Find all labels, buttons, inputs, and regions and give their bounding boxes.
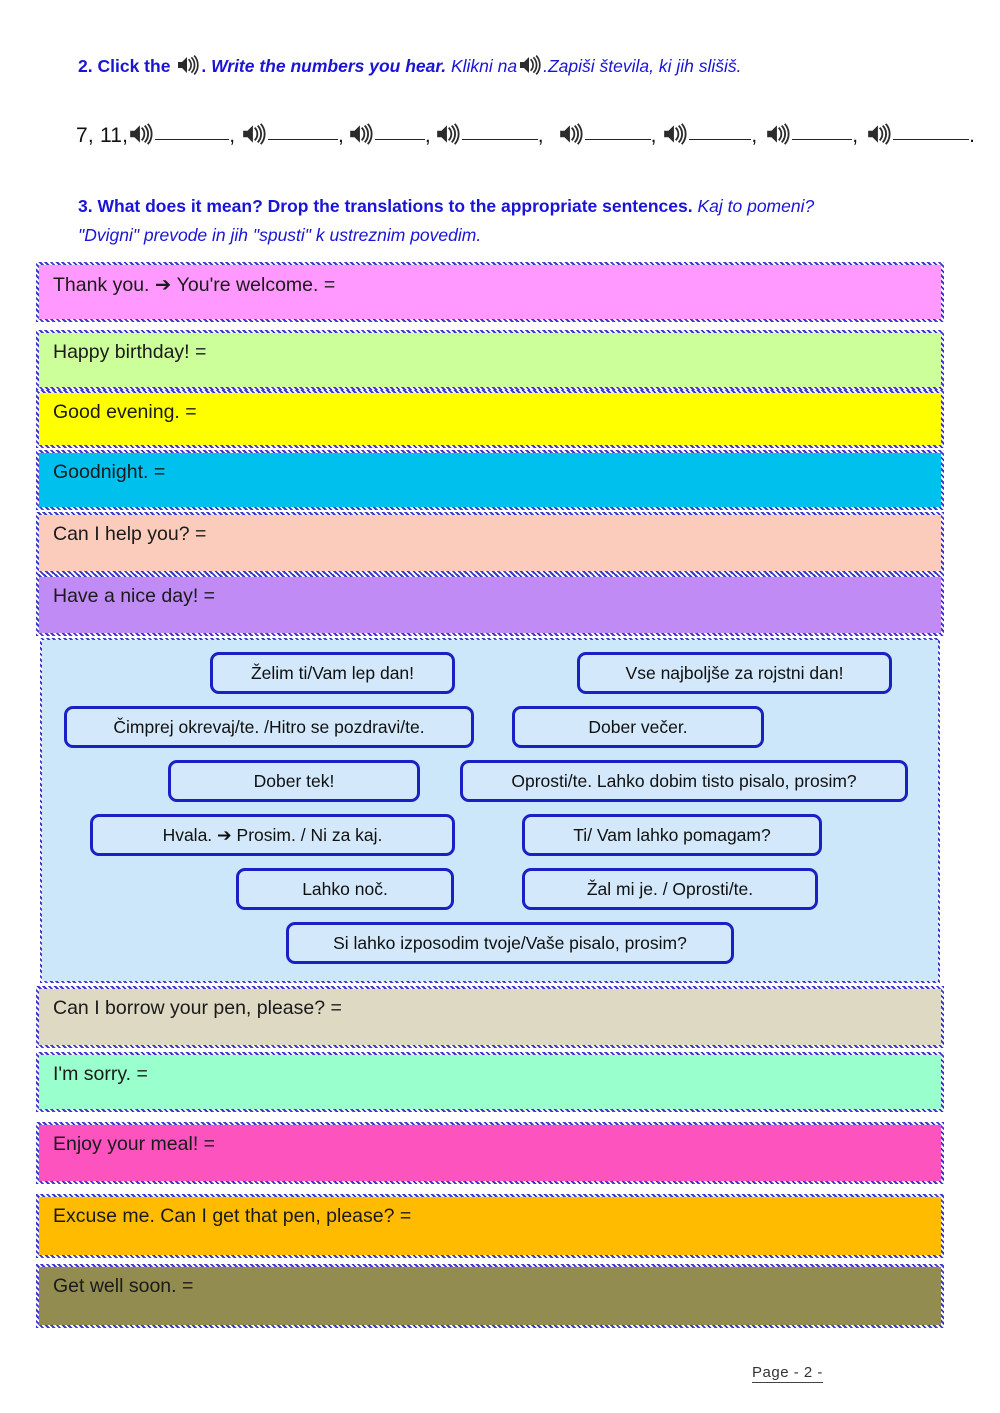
final-period: . bbox=[969, 124, 975, 147]
drag-item[interactable]: Želim ti/Vam lep dan! bbox=[210, 652, 455, 694]
speaker-icon[interactable] bbox=[241, 122, 267, 152]
speaker-icon[interactable] bbox=[176, 54, 200, 81]
drag-item-label: Vse najboljše za rojstni dan! bbox=[625, 662, 844, 683]
drop-zone[interactable]: Can I help you? = bbox=[36, 512, 944, 574]
drop-zone-phrase: Can I help you? = bbox=[53, 523, 207, 545]
drag-item[interactable]: Žal mi je. / Oprosti/te. bbox=[522, 868, 818, 910]
comma-separator: , bbox=[229, 124, 236, 147]
exercise-2-number: 2. bbox=[78, 56, 93, 76]
drop-zone[interactable]: Goodnight. = bbox=[36, 450, 944, 510]
exercise-3-number: 3. bbox=[78, 196, 93, 216]
number-input-blank[interactable] bbox=[792, 139, 853, 140]
page-footer: Page - 2 - bbox=[752, 1364, 823, 1383]
drop-zone[interactable]: I'm sorry. = bbox=[36, 1052, 944, 1112]
exercise-2-instruction: 2. Click the . Write the numbers you hea… bbox=[78, 54, 958, 81]
arrow-icon: ➔ bbox=[154, 273, 172, 296]
drag-item[interactable]: Čimprej okrevaj/te. /Hitro se pozdravi/t… bbox=[64, 706, 474, 748]
drag-item[interactable]: Vse najboljše za rojstni dan! bbox=[577, 652, 892, 694]
number-input-blank[interactable] bbox=[689, 139, 752, 140]
drop-zone[interactable]: Good evening. = bbox=[36, 390, 944, 448]
speaker-icon[interactable] bbox=[662, 122, 688, 152]
exercise-2-dot-1: . bbox=[201, 56, 207, 76]
drop-zone-phrase: Can I borrow your pen, please? = bbox=[53, 997, 342, 1019]
number-input-blank[interactable] bbox=[893, 139, 970, 140]
comma-separator: , bbox=[852, 124, 859, 147]
drag-item-label: Si lahko izposodim tvoje/Vaše pisalo, pr… bbox=[333, 932, 687, 953]
speaker-icon[interactable] bbox=[866, 122, 892, 152]
drop-zone[interactable]: Can I borrow your pen, please? = bbox=[36, 986, 944, 1048]
number-input-blank[interactable] bbox=[461, 139, 538, 140]
drop-zone-phrase: Good evening. = bbox=[53, 401, 197, 423]
exercise-2-instruction-sl-1: Klikni na bbox=[450, 56, 518, 76]
drop-zone[interactable]: Excuse me. Can I get that pen, please? = bbox=[36, 1194, 944, 1258]
exercise-2-instruction-en-2: Write the numbers you hear. bbox=[211, 56, 447, 76]
speaker-icon[interactable] bbox=[128, 122, 154, 152]
drag-item-label: Žal mi je. / Oprosti/te. bbox=[586, 878, 754, 899]
drop-zone-phrase: Enjoy your meal! = bbox=[53, 1133, 216, 1155]
drag-item[interactable]: Oprosti/te. Lahko dobim tisto pisalo, pr… bbox=[460, 760, 908, 802]
drag-item[interactable]: Ti/ Vam lahko pomagam? bbox=[522, 814, 822, 856]
drag-item-label: Oprosti/te. Lahko dobim tisto pisalo, pr… bbox=[511, 770, 857, 791]
number-input-blank[interactable] bbox=[155, 139, 230, 140]
speaker-icon[interactable] bbox=[435, 122, 461, 152]
comma-separator: , bbox=[424, 124, 431, 147]
drop-zone-phrase: Have a nice day! = bbox=[53, 585, 216, 607]
drop-zone-phrase: Get well soon. = bbox=[53, 1275, 194, 1297]
number-input-blank[interactable] bbox=[584, 139, 651, 140]
drop-zone-phrase-start: Thank you. bbox=[53, 274, 150, 296]
drag-item[interactable]: Lahko noč. bbox=[236, 868, 454, 910]
drop-zone[interactable]: Enjoy your meal! = bbox=[36, 1122, 944, 1184]
exercise-3-instruction: 3. What does it mean? Drop the translati… bbox=[78, 192, 958, 250]
speaker-icon[interactable] bbox=[348, 122, 374, 152]
drag-item[interactable]: Dober večer. bbox=[512, 706, 764, 748]
drop-zone[interactable]: Thank you. ➔ You're welcome. = bbox=[36, 262, 944, 322]
speaker-icon[interactable] bbox=[518, 54, 542, 81]
drag-item-label: Čimprej okrevaj/te. /Hitro se pozdravi/t… bbox=[113, 716, 425, 737]
drag-item-label: Ti/ Vam lahko pomagam? bbox=[573, 824, 771, 845]
drop-zone-phrase: Happy birthday! = bbox=[53, 341, 207, 363]
drop-zone-phrase: You're welcome. = bbox=[176, 274, 336, 296]
comma-separator: , bbox=[650, 124, 657, 147]
drag-item-label: Dober tek! bbox=[253, 770, 335, 791]
drag-item-label: Dober večer. bbox=[588, 716, 688, 737]
number-input-blank[interactable] bbox=[268, 139, 339, 140]
comma-separator: , bbox=[537, 124, 544, 147]
given-numbers: 7, 11, bbox=[76, 124, 129, 147]
drag-item-label: Želim ti/Vam lep dan! bbox=[250, 662, 415, 683]
exercise-3-instruction-sl-1: Kaj to pomeni? bbox=[697, 196, 815, 216]
drag-item[interactable]: Dober tek! bbox=[168, 760, 420, 802]
exercise-2-instruction-en-1: Click the bbox=[97, 56, 171, 76]
exercise-2-answer-line: 7, 11,,,,,,,,. bbox=[76, 122, 975, 152]
drag-item-label: Lahko noč. bbox=[302, 878, 388, 899]
comma-separator: , bbox=[751, 124, 758, 147]
drag-items-panel: Želim ti/Vam lep dan! Vse najboljše za ro… bbox=[40, 638, 940, 983]
drag-item[interactable]: Si lahko izposodim tvoje/Vaše pisalo, pr… bbox=[286, 922, 734, 964]
speaker-icon[interactable] bbox=[558, 122, 584, 152]
exercise-2-instruction-sl-2: .Zapiši števila, ki jih slišiš. bbox=[543, 56, 742, 76]
speaker-icon[interactable] bbox=[765, 122, 791, 152]
drag-item-label: Hvala. ➔ Prosim. / Ni za kaj. bbox=[162, 824, 383, 845]
drag-item[interactable]: Hvala. ➔ Prosim. / Ni za kaj. bbox=[90, 814, 455, 856]
exercise-3-instruction-en: What does it mean? Drop the translations… bbox=[97, 196, 693, 216]
number-input-blank[interactable] bbox=[374, 139, 425, 140]
drop-zone-phrase: Goodnight. = bbox=[53, 461, 166, 483]
drop-zone[interactable]: Happy birthday! = bbox=[36, 330, 944, 390]
drop-zone[interactable]: Get well soon. = bbox=[36, 1264, 944, 1328]
drop-zone-phrase: I'm sorry. = bbox=[53, 1063, 148, 1085]
drop-zone[interactable]: Have a nice day! = bbox=[36, 574, 944, 636]
comma-separator: , bbox=[338, 124, 344, 147]
drop-zone-phrase: Excuse me. Can I get that pen, please? = bbox=[53, 1205, 412, 1227]
exercise-3-instruction-sl-2: "Dvigni" prevode in jih "spusti" k ustre… bbox=[78, 225, 482, 245]
